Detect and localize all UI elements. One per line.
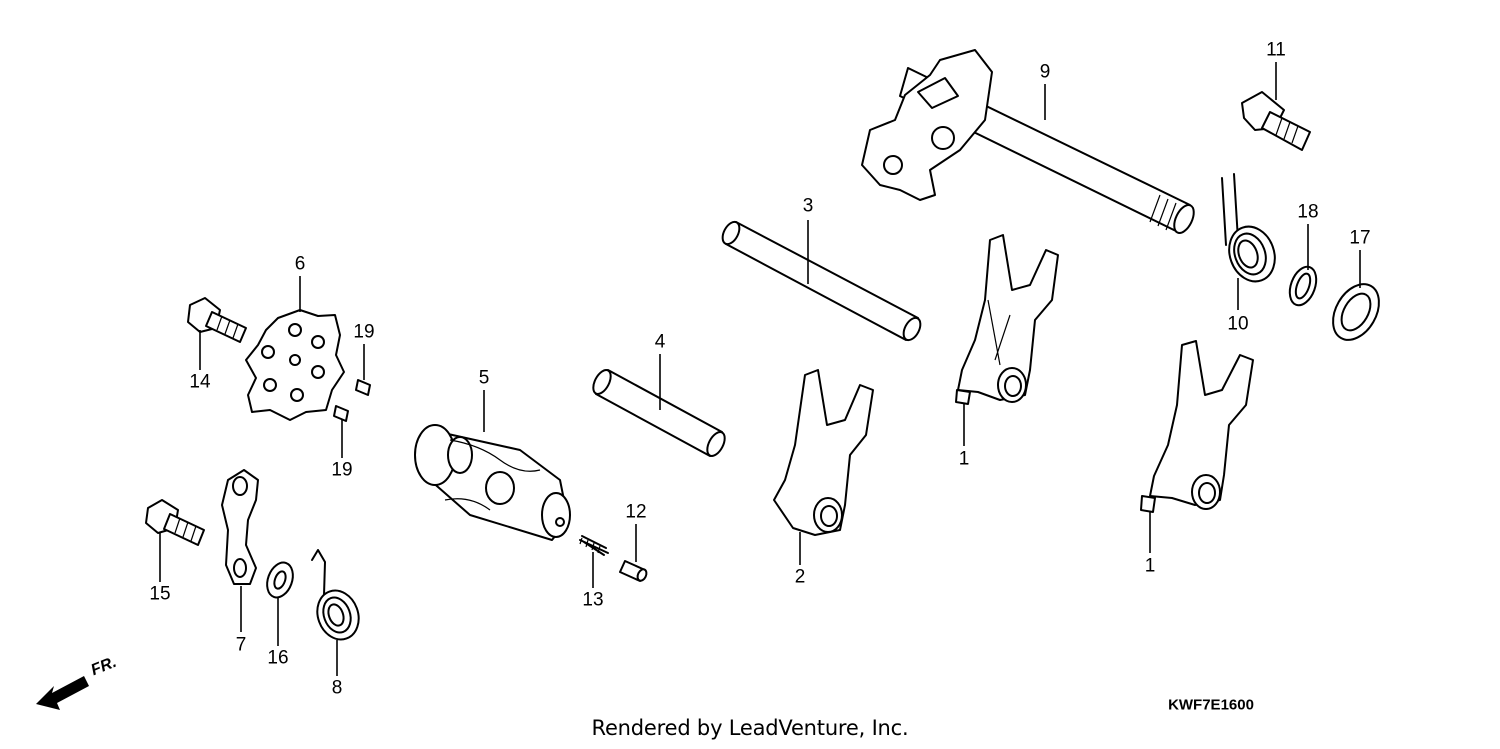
callout-14: 14 bbox=[189, 371, 211, 393]
diagram-code: KWF7E1600 bbox=[1168, 696, 1254, 714]
callout-17: 17 bbox=[1349, 227, 1371, 249]
leader-lines bbox=[159, 62, 1361, 676]
callout-6: 6 bbox=[294, 253, 306, 275]
shift-fork-2[interactable] bbox=[773, 369, 874, 536]
washer-17[interactable] bbox=[1324, 276, 1389, 348]
callout-5: 5 bbox=[478, 367, 490, 389]
credit-line: Rendered by LeadVenture, Inc. bbox=[591, 716, 909, 740]
callout-9: 9 bbox=[1039, 61, 1051, 83]
callout-18: 18 bbox=[1297, 201, 1319, 223]
shift-fork-1-lower[interactable] bbox=[1140, 340, 1254, 513]
bolt-11[interactable] bbox=[1241, 91, 1311, 151]
callout-1-lower: 1 bbox=[1144, 555, 1156, 577]
callout-2: 2 bbox=[794, 566, 806, 588]
dowel-pin-19-upper[interactable] bbox=[355, 379, 371, 396]
pin-12[interactable] bbox=[619, 560, 648, 582]
gearshift-spindle[interactable] bbox=[861, 49, 1198, 236]
callout-4: 4 bbox=[654, 331, 666, 353]
callout-19-upper: 19 bbox=[353, 321, 375, 343]
stopper-spring-8[interactable] bbox=[311, 549, 366, 645]
shift-fork-1-upper[interactable] bbox=[955, 234, 1059, 405]
callout-15: 15 bbox=[149, 583, 171, 605]
callout-1-upper: 1 bbox=[958, 448, 970, 470]
gearshift-drum-5[interactable] bbox=[414, 424, 571, 541]
callout-3: 3 bbox=[802, 195, 814, 217]
callout-13: 13 bbox=[582, 589, 604, 611]
return-spring-10[interactable] bbox=[1221, 173, 1282, 288]
callout-10: 10 bbox=[1227, 313, 1249, 335]
dowel-pin-19-lower[interactable] bbox=[333, 405, 349, 422]
callout-11: 11 bbox=[1266, 39, 1286, 61]
stopper-plate-6[interactable] bbox=[245, 309, 345, 421]
callout-16: 16 bbox=[267, 647, 289, 669]
callout-8: 8 bbox=[331, 677, 343, 699]
shift-fork-shaft-4[interactable] bbox=[590, 367, 729, 459]
circlip-18[interactable] bbox=[1285, 263, 1321, 309]
callout-12: 12 bbox=[625, 501, 647, 523]
callout-7: 7 bbox=[235, 634, 247, 656]
stopper-arm-7[interactable] bbox=[221, 469, 259, 585]
shift-fork-shaft-3[interactable] bbox=[719, 219, 924, 343]
callout-19-lower: 19 bbox=[331, 459, 353, 481]
washer-16[interactable] bbox=[263, 559, 298, 601]
bolt-15[interactable] bbox=[145, 499, 205, 546]
front-direction-arrow-icon bbox=[36, 676, 89, 710]
bolt-14[interactable] bbox=[187, 297, 247, 343]
spring-13[interactable] bbox=[579, 535, 609, 556]
